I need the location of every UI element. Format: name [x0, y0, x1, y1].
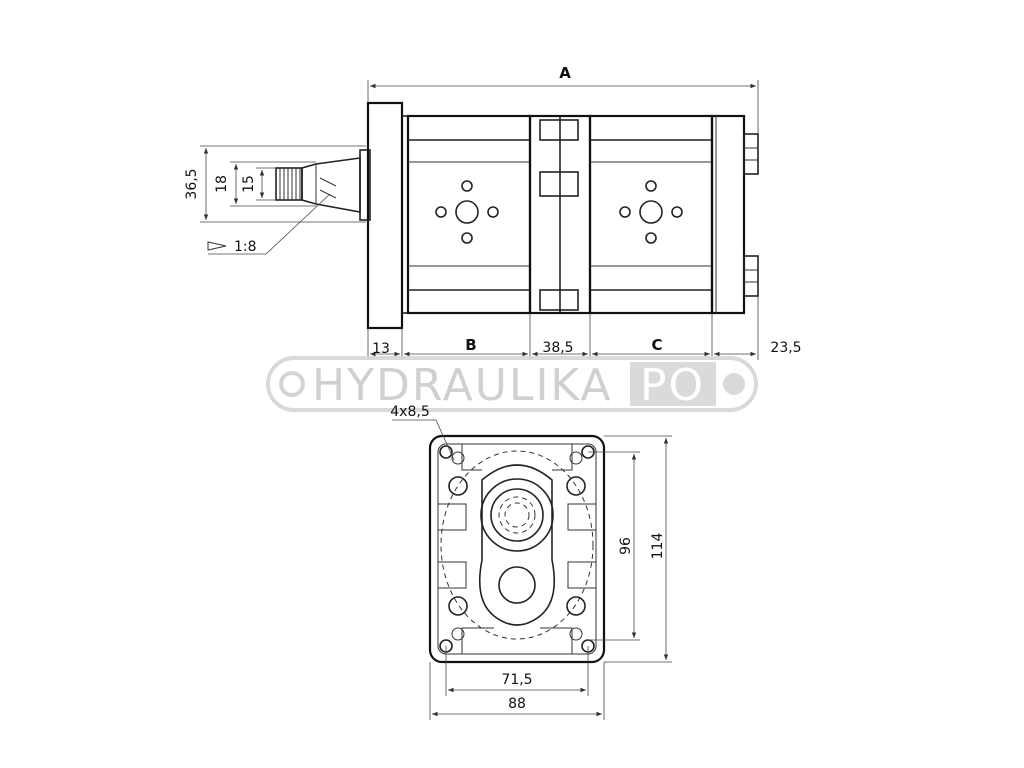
port-hole [455, 200, 479, 224]
dim-label-hole-spacing-h: 71,5 [501, 672, 532, 688]
mounting-flange [366, 101, 404, 330]
watermark-text: HYDRAULIKA [312, 360, 613, 411]
port-hole [639, 200, 663, 224]
mount-hole [439, 445, 453, 459]
dim-label-end: 23,5 [770, 340, 801, 356]
dim-label-body1: B [465, 336, 476, 354]
front-flange [428, 434, 606, 664]
dim-label-flange: 13 [372, 341, 390, 357]
dim-label-width: 88 [508, 696, 526, 712]
dim-label-total: A [559, 64, 571, 82]
end-cover [710, 114, 759, 315]
front-view [392, 419, 672, 720]
drive-shaft [275, 157, 361, 213]
watermark [266, 356, 758, 412]
dim-label-hole-spacing-v: 96 [618, 537, 634, 555]
dim-label-height: 114 [650, 533, 666, 560]
body-section-2 [588, 114, 714, 315]
holes-label: 4x8,5 [390, 404, 429, 420]
bolt-head [743, 255, 759, 297]
watermark-box-text: PO [640, 360, 705, 411]
bolt-hole [448, 596, 468, 616]
taper-label: 1:8 [234, 239, 257, 255]
bolt-hole [566, 476, 586, 496]
central-boss [478, 464, 556, 626]
bolt-head [743, 133, 759, 175]
dim-label-center: 38,5 [542, 340, 573, 356]
bolt-hole [448, 476, 468, 496]
dim-label-shaft-outer: 36,5 [184, 168, 200, 199]
body-section-1 [406, 114, 532, 315]
center-section [528, 114, 592, 315]
outlet-hole [498, 566, 536, 604]
side-view [200, 80, 759, 360]
dim-label-shaft-mid: 18 [214, 175, 230, 193]
dim-label-body2: C [651, 336, 662, 354]
bolt-hole [566, 596, 586, 616]
dim-label-shaft-inner: 15 [241, 175, 257, 193]
